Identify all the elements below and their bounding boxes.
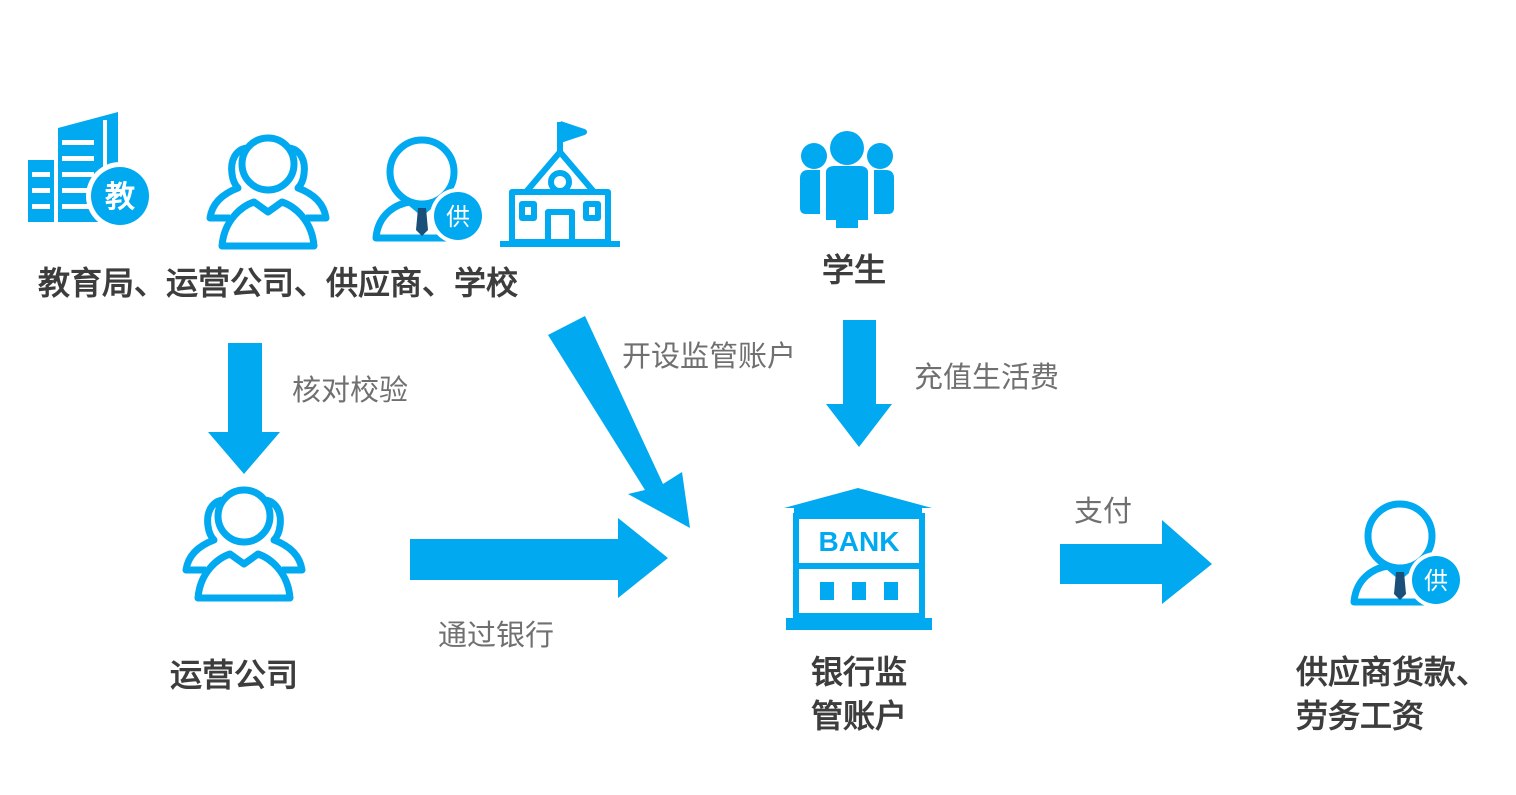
bank-account-label: 银行监 管账户 (790, 650, 928, 738)
bank-account-label-line1: 银行监 (810, 653, 907, 691)
school-icon (500, 121, 620, 247)
supplier-badge-text-right: 供 (1424, 567, 1448, 595)
recharge-edge-label: 充值生活费 (914, 360, 1060, 394)
education-badge-text: 教 (105, 180, 135, 215)
pay-arrow (1060, 520, 1212, 604)
building-icon (28, 112, 154, 230)
recharge-arrow (826, 320, 892, 447)
parties-label: 教育局、运营公司、供应商、学校 (38, 264, 519, 302)
operator-label: 运营公司 (170, 656, 299, 694)
group-icon (800, 131, 894, 228)
payee-label-line1: 供应商货款、 (1296, 653, 1489, 691)
users-icon (210, 138, 326, 246)
via-bank-arrow (410, 518, 668, 598)
users-icon (186, 490, 302, 598)
bank-icon (784, 488, 932, 630)
bank-account-label-line2: 管账户 (810, 697, 907, 735)
supplier-person-icon (372, 136, 486, 244)
bank-icon-text: BANK (819, 526, 900, 557)
payee-label: 供应商货款、 劳务工资 (1296, 650, 1488, 738)
pay-edge-label: 支付 (1074, 494, 1133, 528)
verify-arrow (208, 343, 280, 474)
supplier-person-icon (1350, 500, 1464, 608)
students-label: 学生 (822, 251, 887, 289)
supplier-badge-text-top: 供 (446, 203, 470, 231)
verify-edge-label: 核对校验 (292, 373, 409, 407)
payee-label-line2: 劳务工资 (1296, 697, 1425, 735)
via-bank-edge-label: 通过银行 (438, 618, 555, 652)
open-account-arrow (548, 316, 690, 528)
open-account-edge-label: 开设监管账户 (622, 339, 797, 373)
